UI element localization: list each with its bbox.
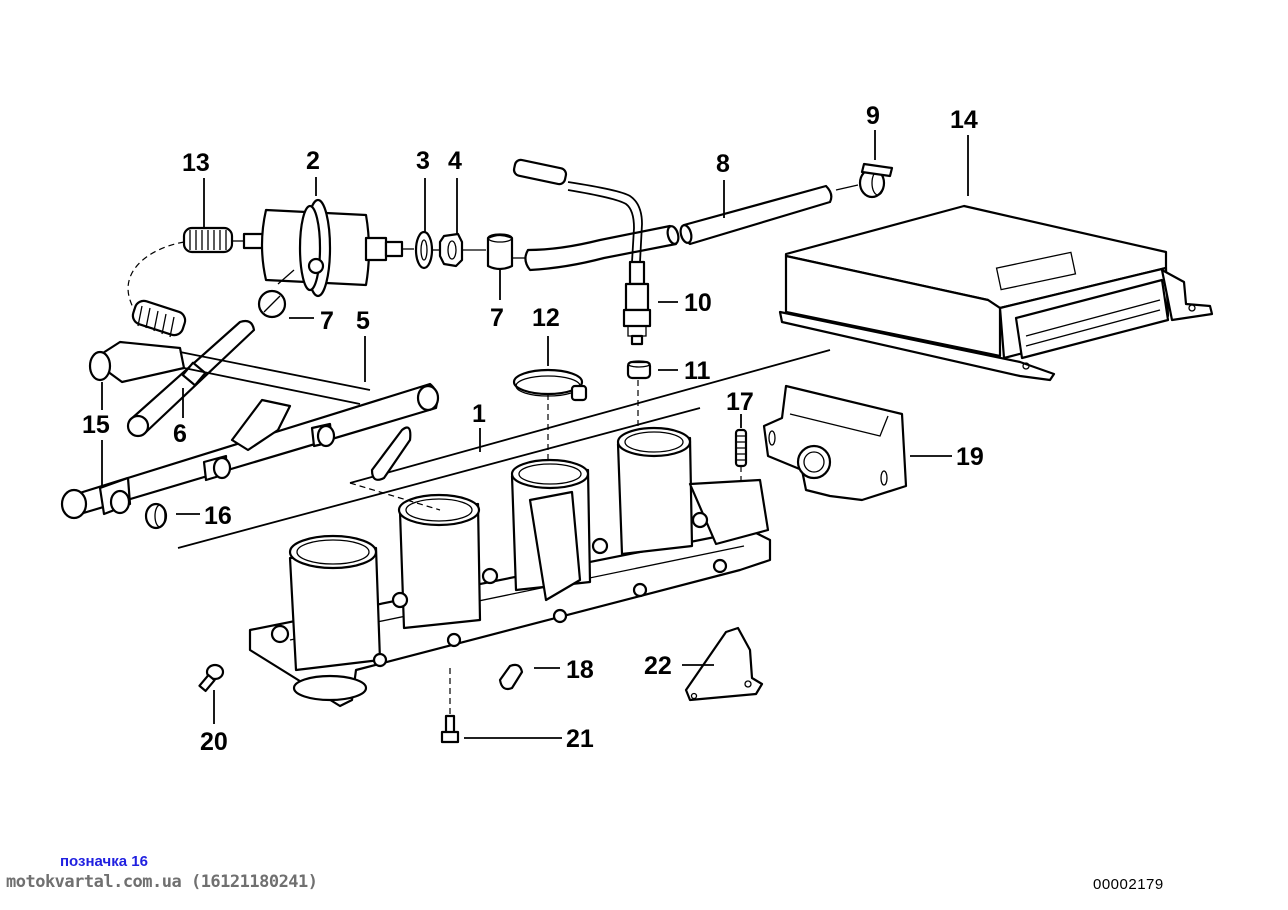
callout-14: 14: [950, 106, 978, 134]
callout-5: 5: [356, 307, 370, 335]
part-14-control-unit[interactable]: [778, 204, 1214, 382]
part-1-throttle-body-assembly[interactable]: [248, 426, 772, 716]
part-20-screw[interactable]: [198, 663, 225, 693]
callout-8: 8: [716, 150, 730, 178]
callout-2: 2: [306, 147, 320, 175]
callout-7-right: 7: [490, 304, 504, 332]
part-18-cap[interactable]: [498, 663, 524, 691]
part-7-hose-clamp-left[interactable]: [257, 269, 295, 319]
callout-15: 15: [82, 411, 110, 439]
part-hose-bent[interactable]: [512, 224, 680, 272]
callout-16: 16: [204, 502, 232, 530]
callout-1: 1: [472, 400, 486, 428]
callout-20: 20: [200, 728, 228, 756]
callout-7-left: 7: [320, 307, 334, 335]
part-10-temperature-sensor[interactable]: [512, 158, 652, 346]
part-13-spring-hose[interactable]: [127, 226, 244, 338]
part-9-hose-clamp[interactable]: [835, 162, 894, 199]
part-4-hex-nut[interactable]: [432, 232, 464, 268]
callout-17: 17: [726, 388, 754, 416]
part-22-bracket[interactable]: [684, 626, 764, 702]
plane-line-upper: [349, 349, 831, 484]
callout-3: 3: [416, 147, 430, 175]
callout-6: 6: [173, 420, 187, 448]
part-15-distribution-pipe[interactable]: [60, 340, 440, 520]
callout-4: 4: [448, 147, 462, 175]
part-17-stud-bolt[interactable]: [734, 428, 748, 500]
spring-coil-bottom: [131, 299, 187, 338]
part-21-hex-bolt[interactable]: [440, 714, 460, 744]
leader-lines: [101, 130, 969, 739]
part-12-hose-clamp-large[interactable]: [512, 368, 588, 466]
part-11-sealing-ring[interactable]: [626, 360, 652, 432]
callout-22: 22: [644, 652, 672, 680]
callout-labels: 13 2 3 4 7 5 7 12 8 9 14 10 11 6 15 16 1…: [82, 102, 984, 756]
spring-coil-top: [182, 226, 234, 254]
callout-10: 10: [684, 289, 712, 317]
part-19-throttle-position-sensor[interactable]: [762, 384, 908, 502]
caption-label: позначка 16: [60, 853, 148, 870]
callout-13: 13: [182, 149, 210, 177]
part-3-washer[interactable]: [402, 230, 434, 270]
callout-19: 19: [956, 443, 984, 471]
callout-21: 21: [566, 725, 594, 753]
part-16-hose-clamp[interactable]: [144, 502, 168, 530]
part-2-fuel-pressure-regulator[interactable]: [242, 198, 404, 298]
callout-9: 9: [866, 102, 880, 130]
callout-11: 11: [684, 357, 711, 385]
part-8-hose[interactable]: [679, 184, 833, 246]
source-watermark: motokvartal.com.ua (16121180241): [6, 872, 318, 892]
part-7-hose-clamp-right[interactable]: [462, 233, 514, 271]
callout-18: 18: [566, 656, 594, 684]
callout-12: 12: [532, 304, 560, 332]
drawing-number: 00002179: [1093, 876, 1164, 893]
plane-line-lower: [177, 407, 701, 549]
